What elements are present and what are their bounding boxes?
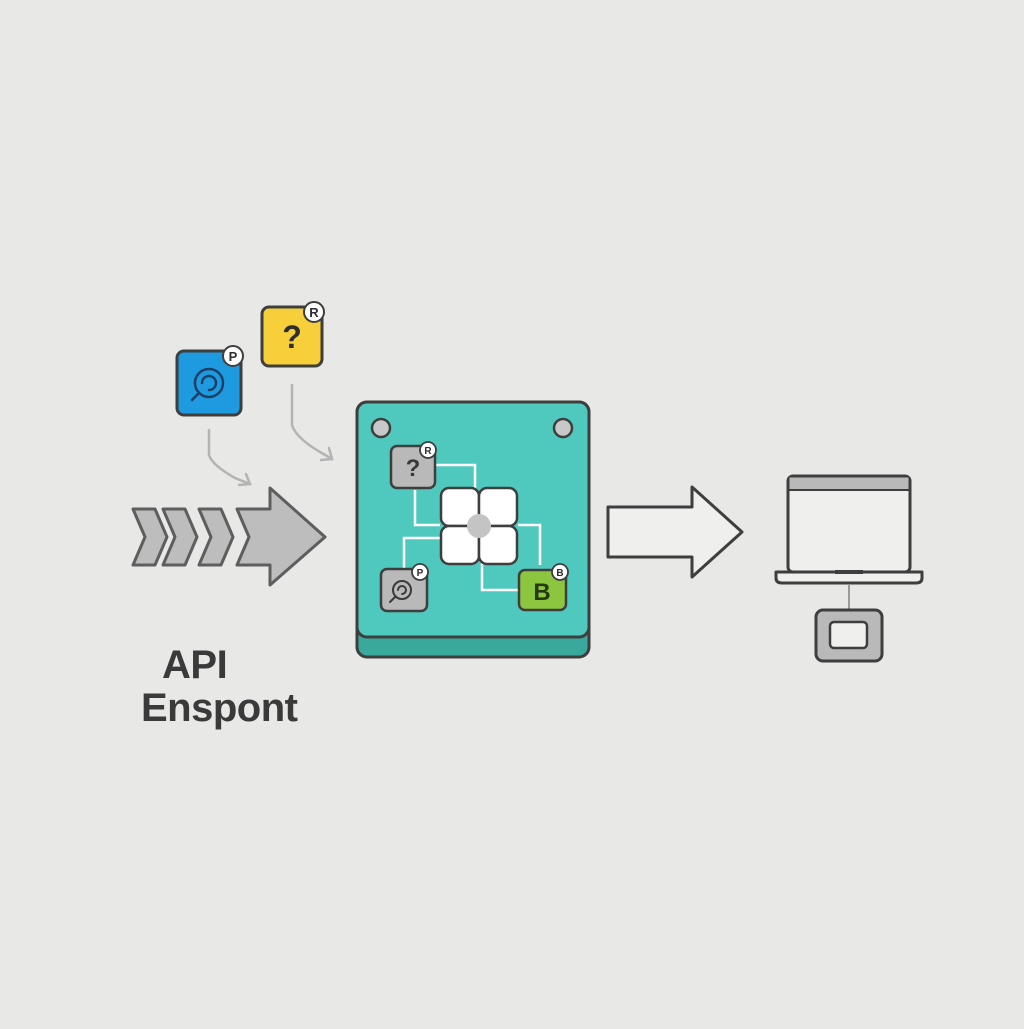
api-label-line1: API [162, 643, 228, 687]
yellow-source-tile: ? R [260, 301, 325, 368]
blue-connector [207, 428, 252, 486]
hub-badge-p-icon: P [417, 568, 424, 579]
hub-b-tile: B B [517, 563, 569, 612]
source-connectors [207, 383, 334, 487]
blue-connector-head [237, 472, 252, 487]
api-label-line2: Enspont [141, 686, 298, 730]
chevron-1 [131, 507, 169, 567]
incoming-chevrons [131, 486, 327, 587]
spiral-icon [190, 367, 225, 402]
hub-b-icon: B [533, 579, 550, 606]
hub-badge-p-circle [411, 563, 429, 581]
hub-badge-r-icon: R [424, 446, 432, 457]
laptop-icon [774, 474, 924, 610]
chevron-3 [197, 507, 235, 567]
laptop-screen-header [789, 477, 909, 490]
question-icon: ? [282, 319, 302, 355]
big-gray-arrow [235, 486, 327, 587]
blue-source-tile: P [175, 345, 244, 417]
hub-center-dot [467, 514, 491, 538]
badge-p-icon: P [229, 349, 238, 364]
hub-center-node [439, 486, 519, 566]
outgoing-arrow [606, 485, 744, 579]
hub-screw-right [552, 417, 574, 439]
laptop-base [774, 570, 924, 585]
hub-spiral-icon [389, 580, 412, 603]
badge-r-circle [303, 301, 325, 323]
chevron-2 [161, 507, 199, 567]
hub-question-icon: ? [406, 455, 421, 482]
hub-question-tile: ? R [389, 441, 437, 490]
central-hub: ? R P B B [355, 400, 591, 659]
hub-screw-left [370, 417, 392, 439]
badge-r-icon: R [309, 305, 319, 320]
yellow-connector-head [319, 446, 334, 462]
yellow-connector [290, 383, 334, 461]
hub-badge-b-icon: B [556, 568, 563, 579]
hub-badge-r-circle [419, 441, 437, 459]
hub-connectors [402, 463, 542, 592]
hub-spiral-tile: P [379, 563, 429, 613]
device-icon [814, 608, 884, 663]
hub-badge-b-circle [551, 563, 569, 581]
badge-p-circle [222, 345, 244, 367]
